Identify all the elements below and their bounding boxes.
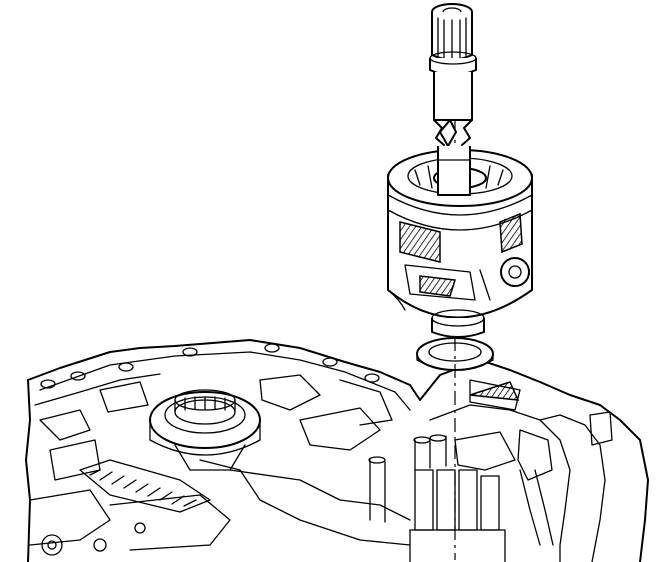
differential-carrier [387,149,533,338]
carrier-bearing-seat [149,389,261,471]
input-shaft [429,3,477,196]
case-ribs [409,469,506,562]
bolt-bosses [40,343,380,389]
gear-teeth-rack [79,459,211,513]
transaxle-case [25,339,649,562]
